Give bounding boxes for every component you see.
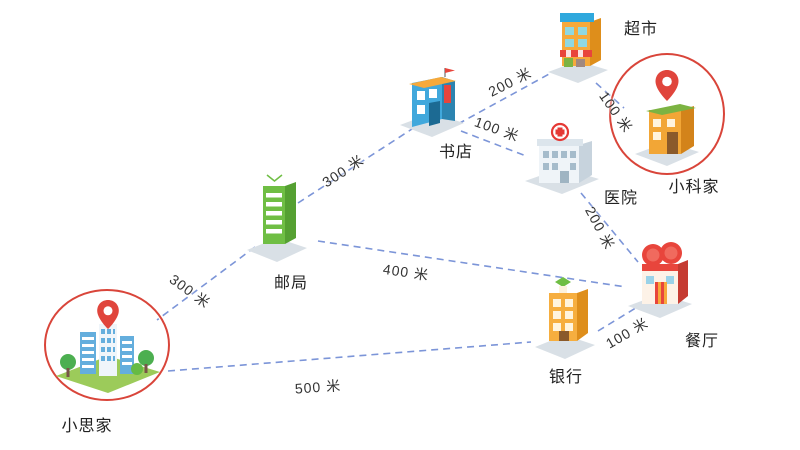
- edge-hospital-restaurant: [580, 192, 639, 263]
- building-hospital: [519, 121, 605, 199]
- building-bank: [525, 273, 605, 365]
- building-label-post-office: 邮局: [273, 275, 309, 292]
- edge-bookstore-supermarket: [457, 72, 552, 125]
- edge-post_office-xiaosi_home: [156, 246, 256, 321]
- highlight-circle-xiaoke_home: [609, 53, 725, 175]
- building-label-supermarket: 超市: [623, 21, 659, 38]
- building-label-bank: 银行: [548, 369, 584, 386]
- building-supermarket: [540, 8, 616, 88]
- building-bookstore: [392, 65, 472, 143]
- edge-xiaosi_home-bank: [167, 341, 532, 372]
- distance-label-xiaosi_home-bank: 500 米: [294, 377, 342, 397]
- building-label-hospital: 医院: [603, 190, 639, 207]
- edge-post_office-restaurant: [317, 240, 627, 288]
- building-xiaosi-home: [52, 298, 164, 398]
- building-label-bookstore: 书店: [438, 144, 474, 161]
- bookstore-icon: [400, 68, 464, 137]
- edge-supermarket-xiaoke_home: [595, 82, 625, 109]
- edge-bank-restaurant: [597, 305, 640, 332]
- building-label-xiaoke-home: 小科家: [668, 179, 720, 196]
- hospital-icon: [525, 122, 599, 194]
- highlight-circle-xiaosi_home: [44, 289, 170, 401]
- edge-post_office-bookstore: [297, 128, 413, 204]
- restaurant-icon: [628, 242, 692, 318]
- building-restaurant: [620, 238, 700, 324]
- bank-icon: [535, 277, 595, 359]
- building-label-xiaosi-home: 小思家: [61, 418, 113, 435]
- building-post-office: [237, 172, 317, 268]
- xiaosi-home-icon: [56, 300, 160, 393]
- building-label-restaurant: 餐厅: [684, 333, 720, 350]
- building-xiaoke-home: [627, 66, 707, 170]
- post-office-icon: [247, 174, 307, 262]
- xiaoke-home-icon: [635, 70, 699, 166]
- supermarket-icon: [548, 13, 608, 83]
